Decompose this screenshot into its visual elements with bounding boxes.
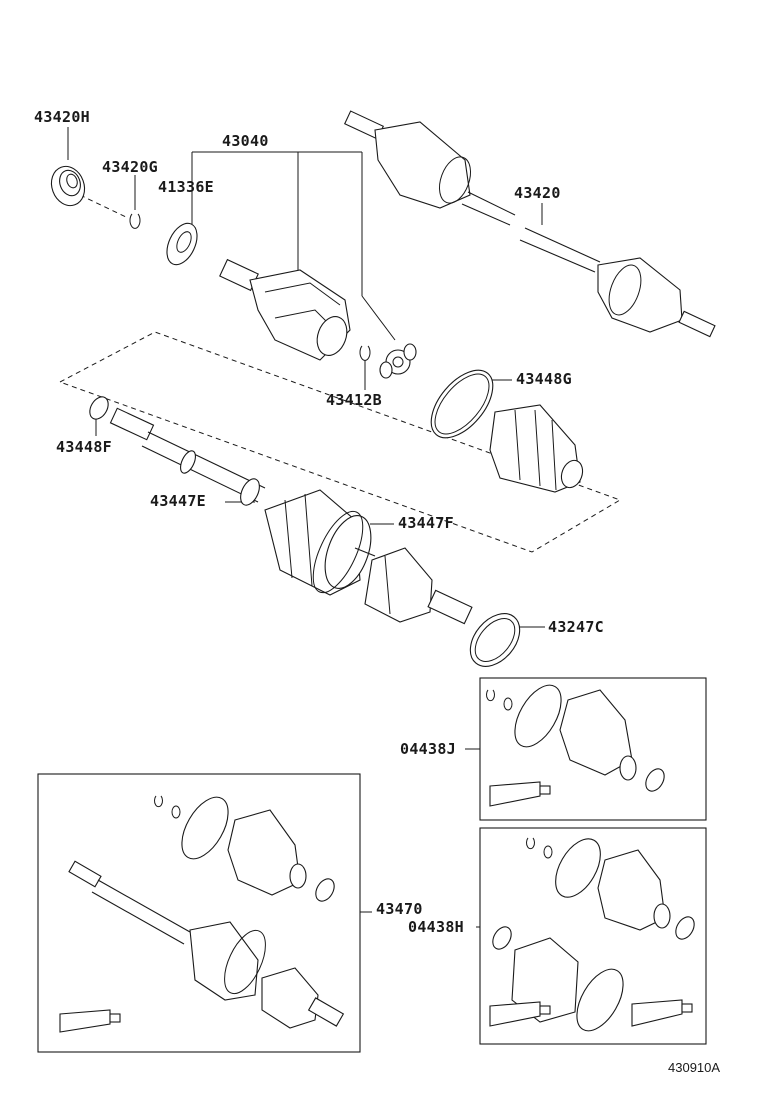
leader-lines: [67, 127, 545, 928]
main-shaft: [109, 407, 473, 625]
boot-clamp-43447f: [312, 510, 364, 594]
boot-clamp-43448g: [430, 369, 494, 439]
clip-43412b: [359, 345, 371, 361]
kit-box-04438j: [479, 677, 707, 821]
label-43420h: 43420H: [34, 108, 90, 126]
oil-seal-43420h: [50, 165, 86, 207]
kit-box-04438h: [479, 827, 707, 1045]
label-43470: 43470: [376, 900, 423, 918]
ring-43247c: [469, 613, 521, 667]
label-43420: 43420: [514, 184, 561, 202]
label-43448g: 43448G: [516, 370, 572, 388]
boot-inboard: [489, 404, 584, 493]
label-43247c: 43247C: [548, 618, 604, 636]
tripod-joint: [379, 343, 417, 379]
label-43412b: 43412B: [326, 391, 382, 409]
callout-labels: 43420H 43420G 43040 41336E 43420 43412B …: [34, 108, 720, 1075]
label-43447e: 43447E: [150, 492, 206, 510]
snap-ring-43420g: [129, 213, 141, 229]
label-04438h: 04438H: [408, 918, 464, 936]
kit-box-43470: [37, 773, 361, 1053]
figure-number: 430910A: [668, 1060, 720, 1075]
drive-shaft-43420: [343, 110, 716, 338]
label-43447f: 43447F: [398, 514, 454, 532]
label-41336e: 41336E: [158, 178, 214, 196]
washer-41336e: [166, 222, 198, 266]
boot-clamp-43448f: [89, 396, 109, 420]
outboard-joint-43040: [219, 258, 351, 361]
label-43420g: 43420G: [102, 158, 158, 176]
label-43040: 43040: [222, 132, 269, 150]
label-43448f: 43448F: [56, 438, 112, 456]
label-04438j: 04438J: [400, 740, 456, 758]
